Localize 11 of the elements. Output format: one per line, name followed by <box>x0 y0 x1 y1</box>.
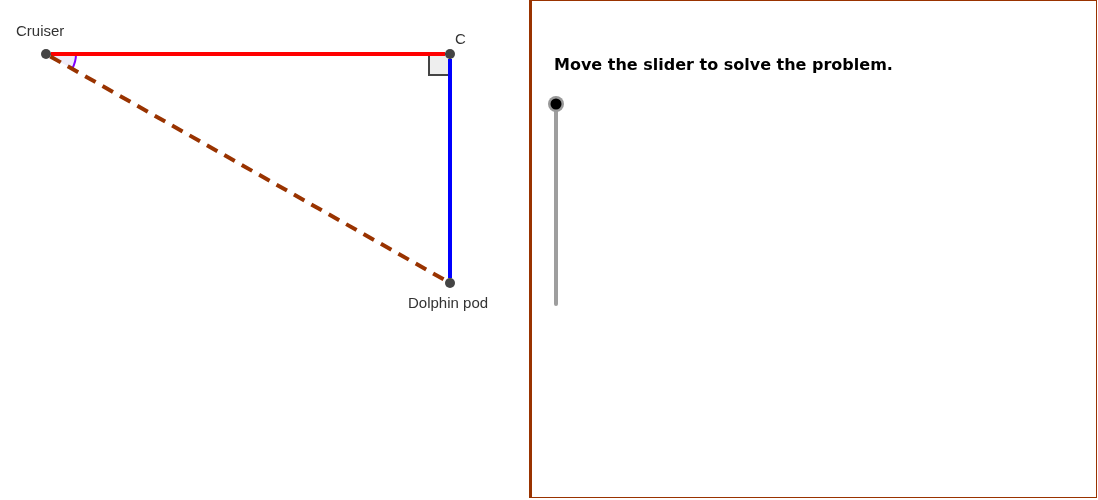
point-label: C <box>455 30 466 48</box>
dashed-line <box>49 54 447 283</box>
point-marker <box>445 49 455 59</box>
line-segment <box>51 52 445 56</box>
point-marker <box>445 278 455 288</box>
point-marker <box>41 49 51 59</box>
line-segment <box>448 59 452 278</box>
point-label: Dolphin pod <box>408 294 489 312</box>
point-label: Cruiser <box>16 22 65 40</box>
instruction-text: Move the slider to solve the problem. <box>554 55 893 74</box>
panel <box>529 0 1097 498</box>
